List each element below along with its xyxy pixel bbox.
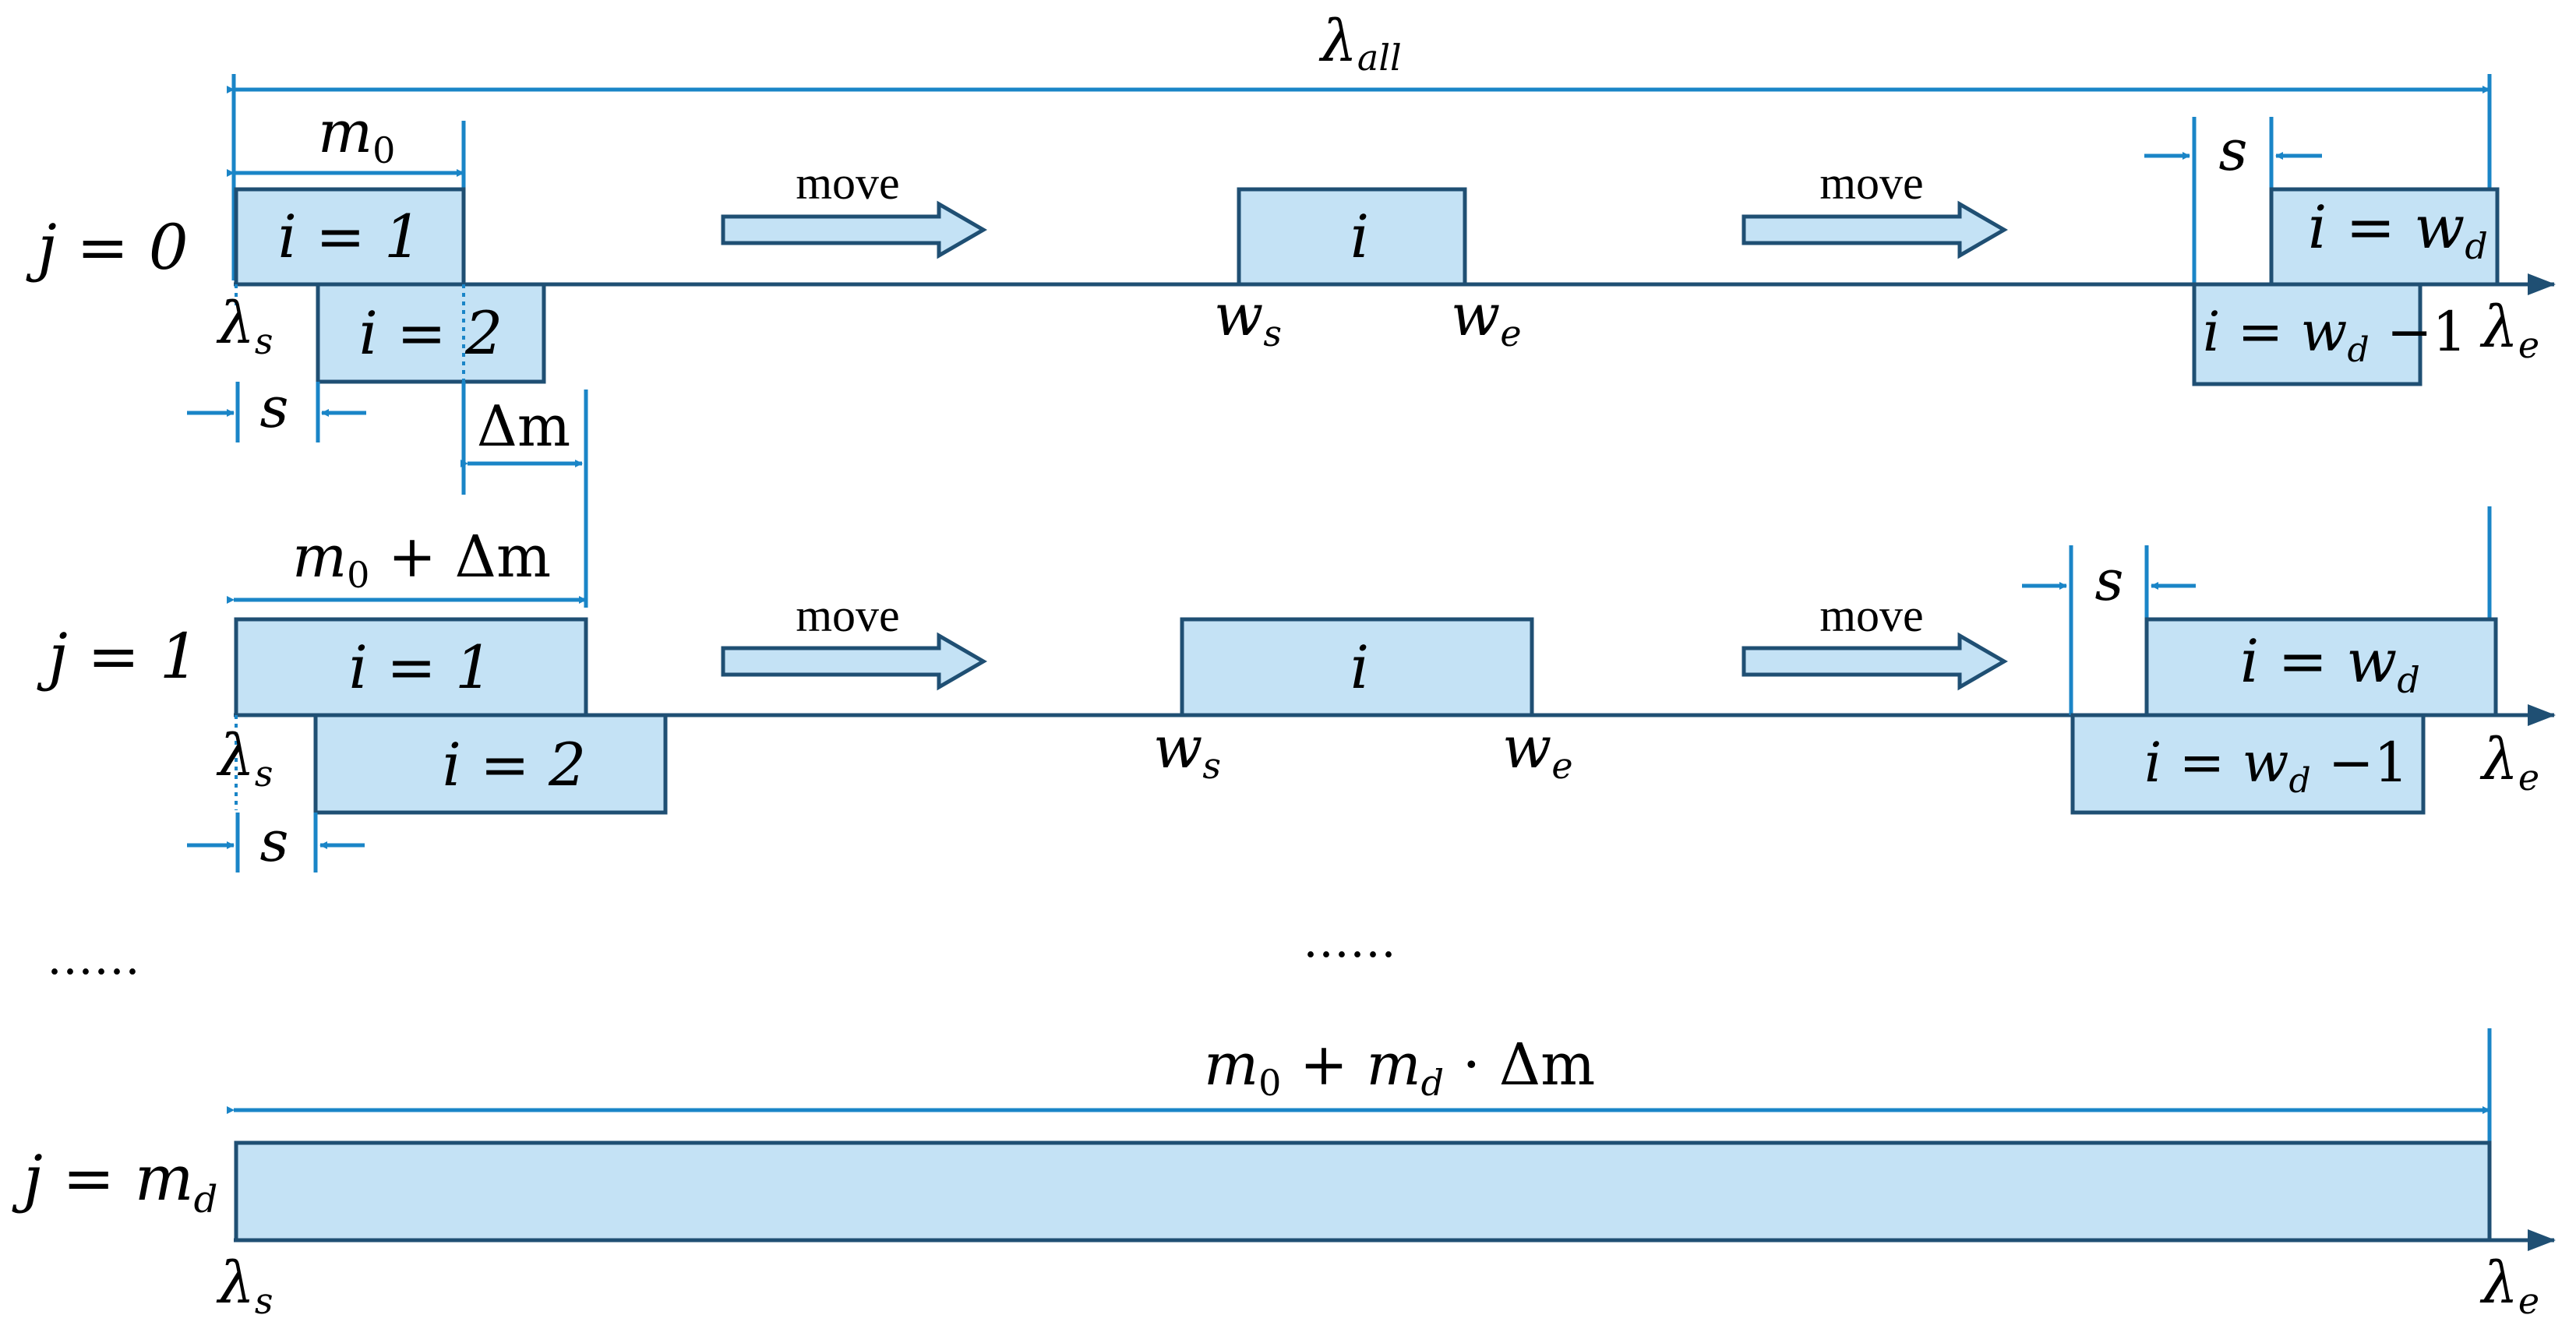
move-arrow bbox=[721, 200, 987, 259]
lambda-start-label: λs bbox=[216, 1250, 273, 1322]
j-label: j = md bbox=[12, 1142, 217, 1221]
window-box-last-label: i = wd bbox=[2308, 192, 2488, 267]
window-box-1 bbox=[234, 617, 588, 717]
s-spacing-label: s bbox=[260, 375, 289, 440]
window-box-1 bbox=[234, 187, 466, 287]
width-label: m0 + Δm bbox=[292, 523, 551, 596]
move-arrow bbox=[1741, 632, 2008, 691]
ellipsis-center: …… bbox=[1303, 914, 1396, 968]
window-box-2-label: i = 2 bbox=[443, 730, 587, 799]
window-box-last bbox=[2144, 617, 2498, 717]
we-label: we bbox=[1451, 282, 1522, 354]
row-jmd: j = md m0 + md · Δm λs λe bbox=[12, 1028, 2556, 1322]
s-spacing-label: s bbox=[260, 809, 289, 874]
middle-window-box bbox=[1237, 187, 1467, 287]
move-label: move bbox=[796, 590, 899, 641]
window-box-1-label: i = 1 bbox=[349, 633, 493, 702]
lambda-start-label: λs bbox=[216, 290, 273, 362]
move-arrow bbox=[721, 632, 987, 691]
window-box-2 bbox=[313, 713, 668, 815]
width-label: m0 bbox=[318, 99, 395, 171]
window-box-2-label: i = 2 bbox=[359, 298, 503, 368]
window-box-previous bbox=[2070, 713, 2426, 815]
full-window-box bbox=[234, 1140, 2492, 1243]
lambda-start-label: λs bbox=[216, 722, 273, 795]
ellipsis-left: …… bbox=[47, 931, 140, 985]
move-label: move bbox=[1819, 157, 1923, 209]
window-box-previous bbox=[2192, 282, 2422, 386]
window-box-1-label: i = 1 bbox=[278, 202, 422, 271]
lambda-end-label: λe bbox=[2479, 294, 2539, 366]
window-box-previous-label: i = wd −1 bbox=[2144, 731, 2408, 801]
middle-window-label: i bbox=[1350, 202, 1369, 271]
middle-window-label: i bbox=[1350, 633, 1369, 702]
move-label: move bbox=[1819, 590, 1923, 641]
window-box-last-label: i = wd bbox=[2240, 626, 2420, 701]
window-box-previous-label: i = wd −1 bbox=[2203, 300, 2467, 370]
j-label: j = 0 bbox=[26, 211, 189, 284]
we-label: we bbox=[1502, 714, 1573, 787]
move-label: move bbox=[796, 157, 899, 209]
lambda-end-label: λe bbox=[2479, 726, 2539, 798]
s-spacing-label: s bbox=[2219, 118, 2248, 183]
j-label: j = 1 bbox=[37, 620, 199, 693]
delta-m-label: Δm bbox=[477, 393, 570, 459]
s-spacing-label: s bbox=[2095, 548, 2124, 613]
ws-label: ws bbox=[1214, 282, 1282, 354]
row-j1: j = 1 m0 + Δm i = 1 i = 2 s λs move i ws bbox=[37, 506, 2556, 874]
lambda-end-label: λe bbox=[2479, 1250, 2539, 1322]
lambda-all-label: λall bbox=[1318, 8, 1402, 79]
lambda-all-dimension: λall bbox=[227, 8, 2492, 280]
width-label: m0 + md · Δm bbox=[1204, 1031, 1595, 1104]
window-box-2 bbox=[316, 282, 546, 384]
middle-window-box bbox=[1180, 617, 1534, 717]
ws-label: ws bbox=[1153, 714, 1221, 787]
row-j0: j = 0 m0 i = 1 i = 2 s Δm λs bbox=[26, 99, 2556, 608]
move-arrow bbox=[1741, 200, 2008, 259]
